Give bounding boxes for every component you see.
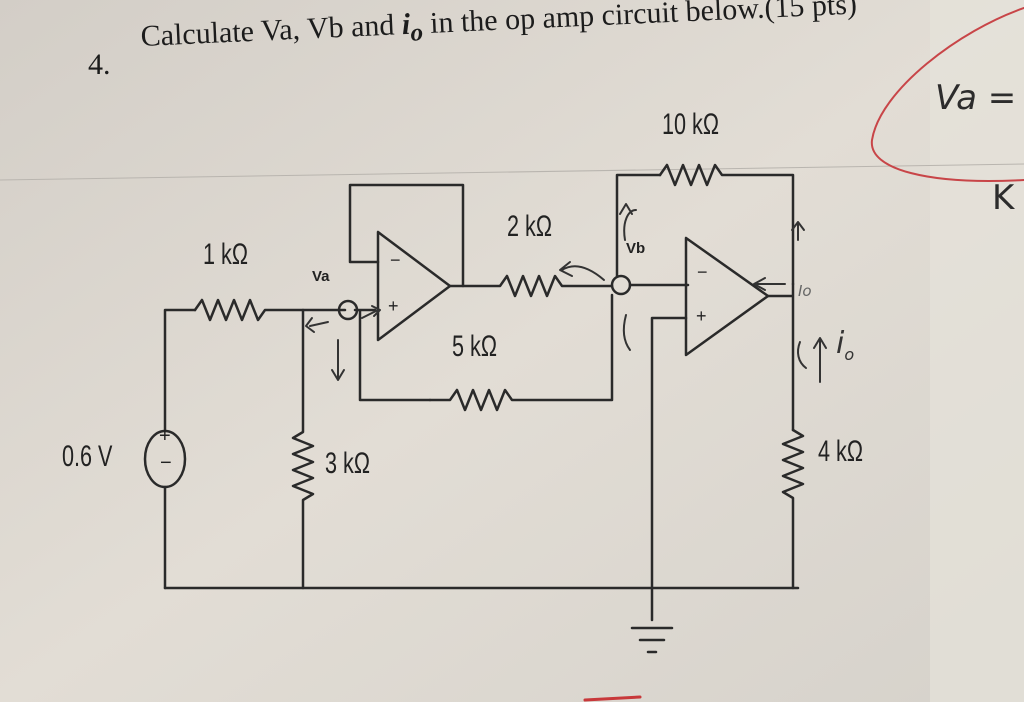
opamp-2-plus-wire xyxy=(650,316,688,622)
voltage-source xyxy=(143,429,187,489)
opamp-2-minus-sign: − xyxy=(697,262,708,282)
opamp-2 xyxy=(684,236,770,357)
opamp-2-output xyxy=(766,282,795,432)
node-label-va: Va xyxy=(312,268,330,285)
va-wire xyxy=(353,308,432,402)
handwritten-va-equals: Va = xyxy=(935,78,1017,118)
arrow-icon xyxy=(305,317,329,333)
opamp-1 xyxy=(376,230,452,342)
source-wire xyxy=(163,308,197,590)
opamp-1-feedback xyxy=(348,183,465,288)
label-10k: 10 kΩ xyxy=(662,108,719,141)
arrow-icon xyxy=(813,337,827,383)
arrow-icon xyxy=(559,261,605,281)
arrow-icon xyxy=(622,314,631,351)
arrow-icon xyxy=(753,277,786,291)
label-3k: 3 kΩ xyxy=(325,447,370,480)
label-4k: 4 kΩ xyxy=(818,435,863,468)
ground-symbol xyxy=(630,626,674,654)
resistor-2k xyxy=(461,274,614,298)
red-pen-mark xyxy=(583,695,642,702)
opamp-2-plus-sign: + xyxy=(696,306,707,326)
label-source: 0.6 V xyxy=(62,440,113,473)
arrow-icon xyxy=(797,341,807,369)
resistor-4k xyxy=(781,428,805,590)
label-1k: 1 kΩ xyxy=(203,238,248,271)
resistor-10k xyxy=(658,163,795,286)
resistor-3k xyxy=(291,308,315,590)
node-label-vb: Vb xyxy=(626,240,646,257)
arrow-icon xyxy=(361,305,381,319)
red-margin-curve xyxy=(870,7,1024,182)
handwritten-io-small: Io xyxy=(798,282,812,300)
opamp-1-plus-sign: + xyxy=(388,296,399,316)
question-number: 4. xyxy=(88,48,111,81)
handwritten-io: io xyxy=(836,326,855,364)
vb-wire xyxy=(615,173,690,287)
node-va xyxy=(337,299,359,321)
label-2k: 2 kΩ xyxy=(507,210,552,243)
label-5k: 5 kΩ xyxy=(452,330,497,363)
arrow-icon xyxy=(791,221,805,241)
opamp-1-minus-sign: − xyxy=(390,250,401,270)
source-plus-sign: + xyxy=(159,425,171,447)
arrow-icon xyxy=(331,339,345,381)
source-minus-sign: − xyxy=(160,452,172,474)
handwritten-k: K xyxy=(992,178,1015,218)
resistor-1k xyxy=(193,298,347,322)
resistor-5k xyxy=(428,293,614,412)
arrow-icon xyxy=(619,203,637,241)
